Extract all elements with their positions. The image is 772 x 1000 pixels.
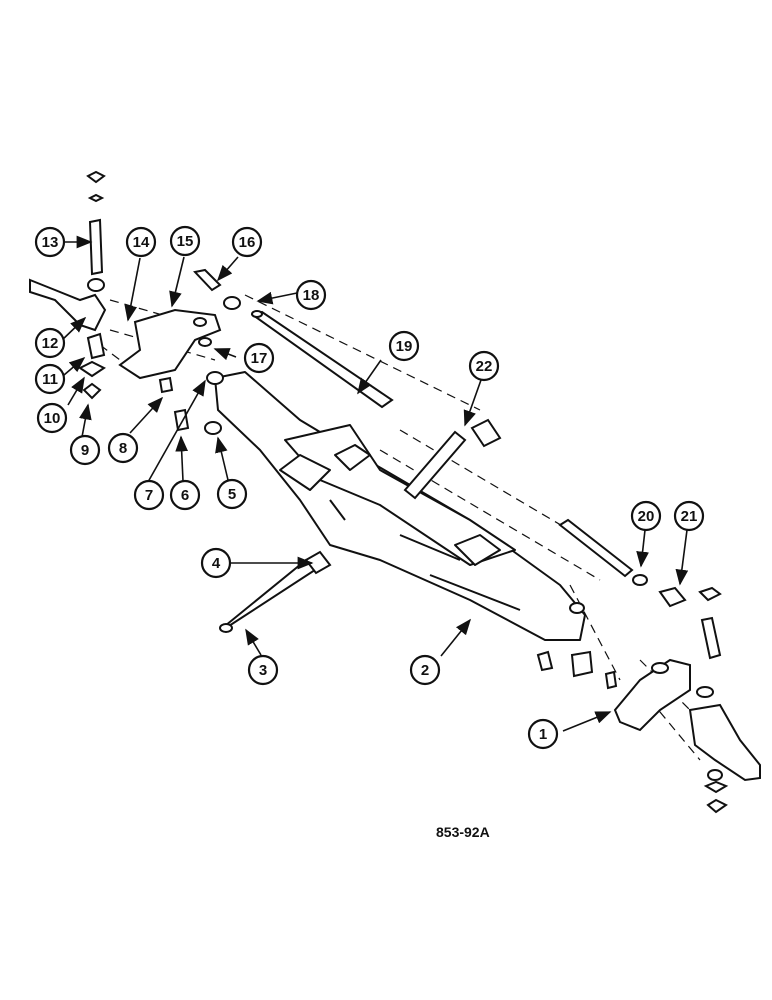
callout-label: 6 <box>181 487 189 504</box>
callout-17: 17 <box>243 342 275 374</box>
callout-label: 4 <box>212 555 221 572</box>
callout-circle <box>216 478 248 510</box>
pins-and-tubes <box>219 310 722 660</box>
callout-15: 15 <box>169 225 201 257</box>
callout-14: 14 <box>125 226 157 258</box>
callout-circle <box>169 479 201 511</box>
callout-11: 11 <box>34 363 66 395</box>
callout-circle <box>107 432 139 464</box>
callout-8: 8 <box>107 432 139 464</box>
callout-label: 17 <box>251 350 268 367</box>
left-spindle-assembly <box>29 170 241 435</box>
callout-circle <box>231 226 263 258</box>
callout-circle <box>69 434 101 466</box>
axle-beam <box>214 371 586 641</box>
callout-9: 9 <box>69 434 101 466</box>
figure-code: 853-92A <box>436 824 490 840</box>
callout-6: 6 <box>169 479 201 511</box>
callout-21: 21 <box>673 500 705 532</box>
callout-label: 2 <box>421 662 429 679</box>
callout-circle <box>169 225 201 257</box>
callout-12: 12 <box>34 327 66 359</box>
callout-circle <box>673 500 705 532</box>
callout-3: 3 <box>247 654 279 686</box>
callout-10: 10 <box>36 402 68 434</box>
callout-circle <box>34 226 66 258</box>
callout-label: 19 <box>396 338 413 355</box>
callout-4: 4 <box>200 547 232 579</box>
callout-circle <box>527 718 559 750</box>
callout-circle <box>34 363 66 395</box>
callout-label: 11 <box>42 371 58 388</box>
callout-label: 18 <box>303 287 320 304</box>
callout-1: 1 <box>527 718 559 750</box>
callout-label: 12 <box>42 335 59 352</box>
callout-7: 7 <box>133 479 165 511</box>
callout-label: 13 <box>42 234 59 251</box>
callout-label: 20 <box>638 508 655 525</box>
callout-circle <box>630 500 662 532</box>
callout-18: 18 <box>295 279 327 311</box>
callout-5: 5 <box>216 478 248 510</box>
callout-circle <box>388 330 420 362</box>
callout-label: 21 <box>681 508 698 525</box>
callout-13: 13 <box>34 226 66 258</box>
callout-label: 22 <box>476 358 493 375</box>
callout-circle <box>125 226 157 258</box>
callout-19: 19 <box>388 330 420 362</box>
callout-2: 2 <box>409 654 441 686</box>
callout-circle <box>34 327 66 359</box>
callout-circle <box>295 279 327 311</box>
callout-20: 20 <box>630 500 662 532</box>
leader-lines <box>59 235 689 732</box>
callout-circle <box>200 547 232 579</box>
callout-circle <box>409 654 441 686</box>
callout-label: 5 <box>228 486 236 503</box>
callout-16: 16 <box>231 226 263 258</box>
callout-circle <box>133 479 165 511</box>
right-spindle-assembly <box>536 574 761 814</box>
callout-label: 7 <box>145 487 153 504</box>
callout-label: 16 <box>239 234 256 251</box>
callout-circle <box>243 342 275 374</box>
callout-label: 3 <box>259 662 267 679</box>
callout-label: 15 <box>177 233 194 250</box>
callout-label: 10 <box>44 410 61 427</box>
callout-circle <box>36 402 68 434</box>
callout-circle <box>247 654 279 686</box>
callout-22: 22 <box>468 350 500 382</box>
callout-circle <box>468 350 500 382</box>
callout-label: 8 <box>119 440 127 457</box>
callout-label: 1 <box>539 726 547 743</box>
callout-label: 9 <box>81 442 89 459</box>
callout-label: 14 <box>133 234 150 251</box>
